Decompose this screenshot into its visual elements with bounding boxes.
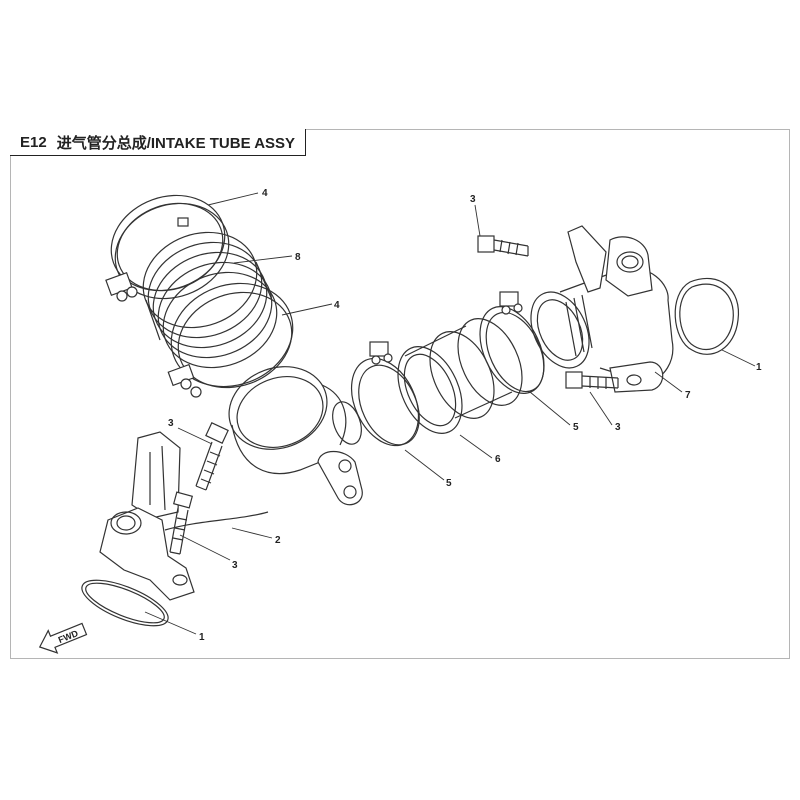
gasket-upper xyxy=(674,277,740,355)
bolt-top-right xyxy=(477,235,529,257)
callout-3-top: 3 xyxy=(470,194,476,205)
clamp-lower-top xyxy=(167,282,294,398)
intake-manifold xyxy=(530,225,674,393)
callout-1-lower: 1 xyxy=(199,632,205,643)
callout-3-left-lower: 3 xyxy=(232,560,238,571)
callout-1-upper: 1 xyxy=(756,362,762,373)
page-title: 进气管分总成/INTAKE TUBE ASSY xyxy=(56,134,296,152)
section-code: E12 xyxy=(20,133,47,151)
fwd-arrow-icon: FWD xyxy=(38,622,88,654)
callout-5-right: 5 xyxy=(573,422,579,433)
clamp-middle xyxy=(350,341,420,447)
callout-2: 2 xyxy=(275,535,281,546)
title-block: E12 进气管分总成/INTAKE TUBE ASSY xyxy=(10,129,307,156)
callout-6: 6 xyxy=(495,454,501,465)
drawing-frame xyxy=(10,129,790,659)
bellows-sleeve xyxy=(142,231,278,369)
callout-5-middle: 5 xyxy=(446,478,452,489)
rubber-coupler xyxy=(397,318,523,434)
clamp-right xyxy=(479,291,545,394)
callout-3-right: 3 xyxy=(615,422,621,433)
clamp-upper-top xyxy=(105,194,230,302)
leader-lines xyxy=(144,192,756,635)
callout-8: 8 xyxy=(295,252,301,263)
gasket-lower xyxy=(81,579,169,627)
intake-elbow-upper xyxy=(228,366,363,506)
callout-3-left-upper: 3 xyxy=(168,418,174,429)
callout-7: 7 xyxy=(685,390,691,401)
bolt-left-upper xyxy=(195,422,229,491)
bolt-right-lower xyxy=(565,371,619,389)
callout-4-upper: 4 xyxy=(262,188,268,199)
intake-flange-lower xyxy=(99,431,269,601)
bolt-left-lower xyxy=(169,491,194,555)
callout-4-lower: 4 xyxy=(334,300,340,311)
